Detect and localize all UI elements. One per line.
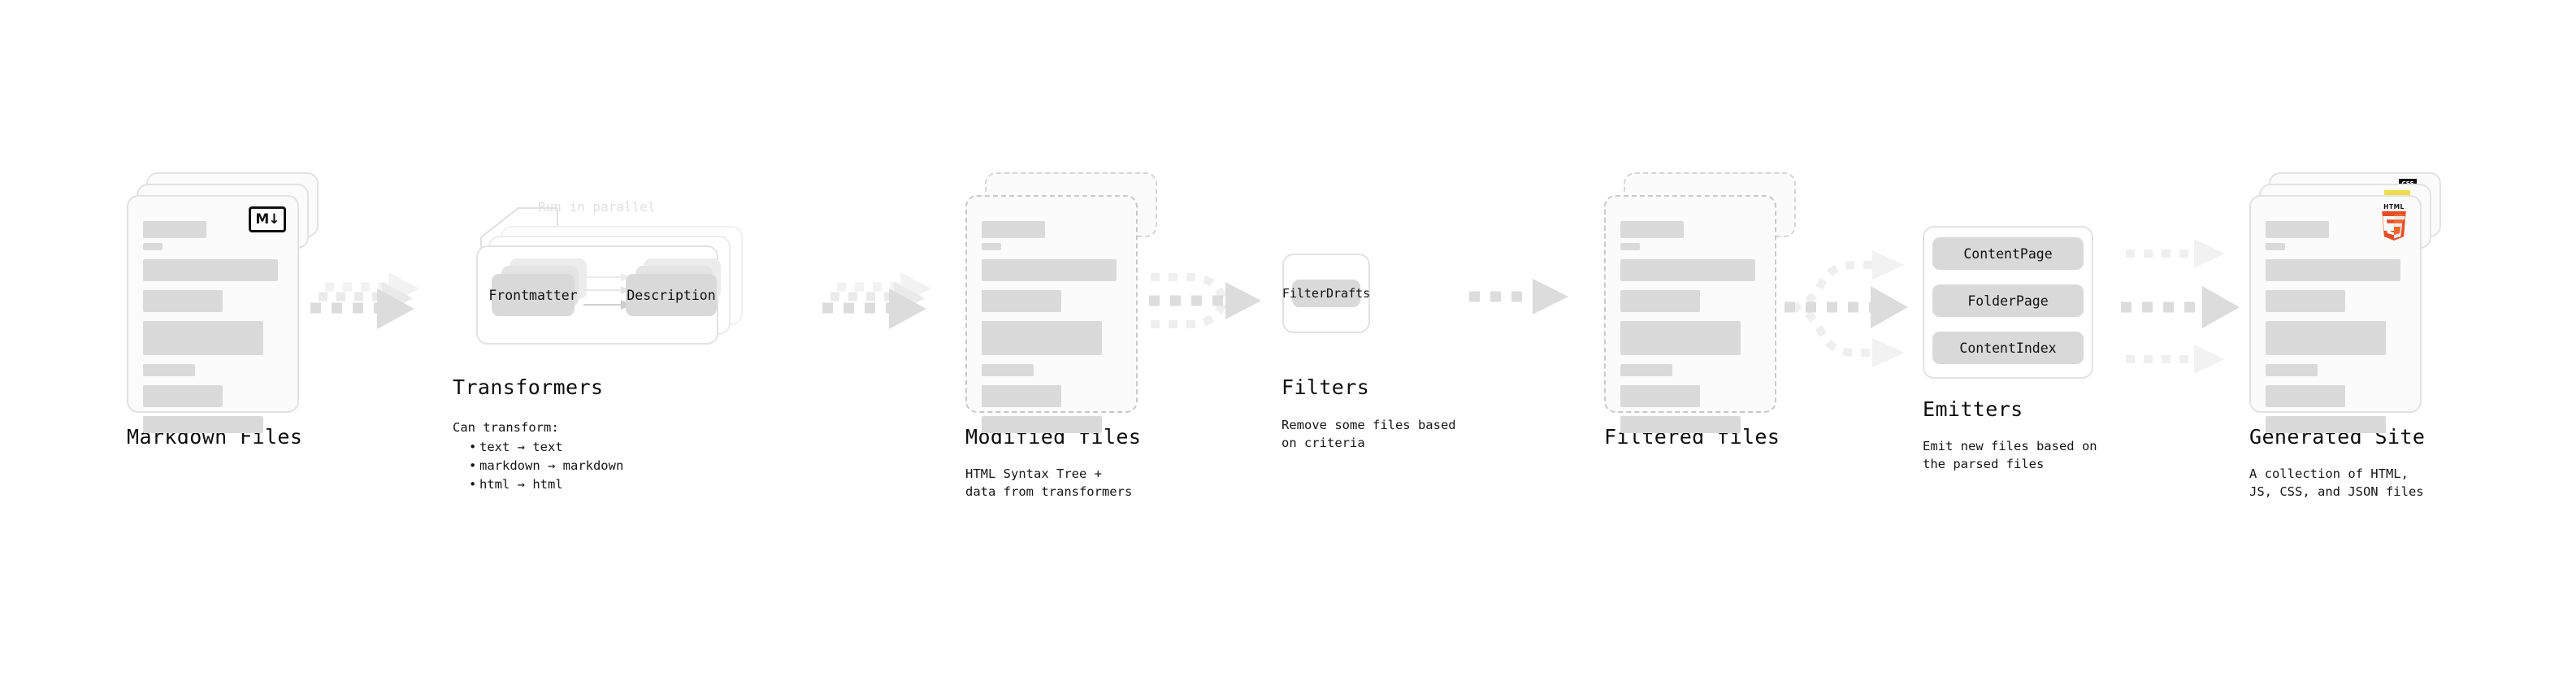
content-bar [1620, 290, 1700, 312]
content-bar [1620, 364, 1672, 376]
content-bar [2266, 416, 2386, 433]
modified-file-card [965, 195, 1138, 433]
transformer-chip-frontmatter[interactable]: Frontmatter [488, 274, 578, 316]
content-bar [2266, 385, 2345, 407]
html5-shield-icon [2382, 210, 2406, 241]
content-bar [982, 243, 1001, 250]
emitters-title: Emitters [1923, 397, 2023, 421]
content-bar [1620, 243, 1640, 250]
markdown-file-card: M↓ [127, 195, 299, 433]
content-bar [1620, 321, 1741, 355]
arrow-filtered-to-emitters-fan [1785, 236, 1923, 382]
content-bar [982, 385, 1061, 407]
content-bar [2266, 243, 2285, 250]
html5-icon-label: HTML [2383, 203, 2405, 210]
content-bar [143, 416, 263, 433]
transformers-bullets: text → text markdown → markdown html → h… [466, 438, 623, 493]
run-in-parallel-note: Run in parallel [538, 199, 656, 215]
content-bar [2266, 321, 2386, 355]
content-bar [982, 364, 1034, 376]
emitters-subtitle: Emit new files based on the parsed files [1923, 439, 2097, 472]
emitter-chip-folderpage[interactable]: FolderPage [1932, 284, 2084, 317]
modified-file-content [967, 197, 1136, 451]
markdown-badge: M↓ [249, 206, 286, 232]
content-bar [1620, 221, 1684, 238]
content-bar [982, 259, 1117, 281]
content-bar [143, 385, 223, 407]
generated-site-card: HTML [2249, 195, 2422, 433]
transformers-title: Transformers [453, 375, 604, 399]
emitter-chip-contentindex[interactable]: ContentIndex [1932, 332, 2084, 364]
transformers-bullet-item: text → text [469, 438, 623, 457]
content-bar [143, 243, 163, 250]
content-bar [982, 416, 1102, 433]
transformers-bullet-item: html → html [469, 475, 623, 494]
markdown-file-content [128, 197, 297, 451]
filtered-file-content [1606, 197, 1775, 451]
html5-icon: HTML [2379, 203, 2409, 241]
generated-site-subtitle: A collection of HTML, JS, CSS, and JSON … [2249, 466, 2424, 500]
content-bar [143, 364, 195, 376]
content-bar [1620, 416, 1741, 433]
transformer-chip-description[interactable]: Description [626, 274, 717, 316]
markdown-badge-slot: M↓ [249, 206, 286, 232]
content-bar [1620, 259, 1755, 281]
filter-chip-filterdrafts[interactable]: FilterDrafts [1282, 280, 1370, 307]
content-bar [982, 290, 1061, 312]
arrow-modified-to-filters-merge [1144, 256, 1266, 345]
html5-badge-slot: HTML [2379, 203, 2409, 241]
arrow-filters-to-filtered [1466, 276, 1580, 317]
content-bar [982, 221, 1045, 238]
arrow-emitters-to-site [2121, 236, 2251, 382]
content-bar [143, 290, 223, 312]
filters-title: Filters [1281, 375, 1370, 399]
filtered-file-card [1604, 195, 1776, 433]
content-bar [982, 321, 1102, 355]
transformers-bullet-item: markdown → markdown [469, 457, 623, 475]
content-bar [2266, 364, 2318, 376]
content-bar [143, 221, 206, 238]
filters-subtitle: Remove some files based on criteria [1281, 418, 1456, 451]
modified-files-subtitle: HTML Syntax Tree + data from transformer… [965, 466, 1133, 500]
content-bar [143, 259, 278, 281]
generated-site-content [2251, 197, 2420, 451]
content-bar [2266, 259, 2400, 281]
arrow-transformers-to-modified [819, 264, 949, 345]
transformers-subtitle: Can transform: [453, 420, 559, 435]
content-bar [2266, 290, 2345, 312]
content-bar [2266, 221, 2329, 238]
content-bar [143, 321, 263, 355]
emitter-chip-contentpage[interactable]: ContentPage [1932, 237, 2084, 270]
content-bar [1620, 385, 1700, 407]
arrow-markdown-to-transformers [307, 264, 437, 345]
